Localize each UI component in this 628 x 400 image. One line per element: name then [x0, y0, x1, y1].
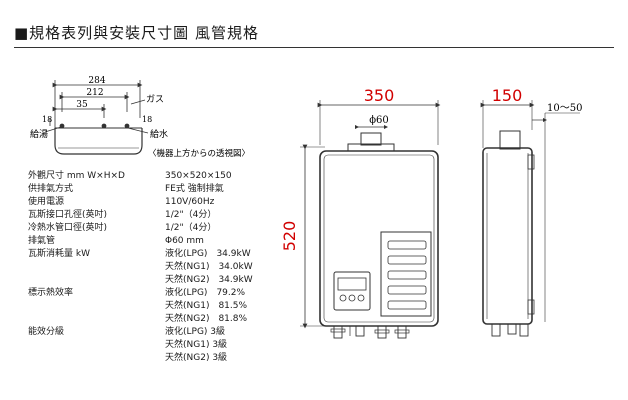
spec-value: 天然(NG2) 81.8% [165, 314, 248, 324]
spec-value: 天然(NG1) 34.0kW [165, 262, 253, 272]
spec-label: 冷熱水管口徑(英吋) [28, 223, 108, 233]
depth-dimension: 150 [492, 86, 523, 105]
wall-offset-label: 10～50 [547, 103, 582, 114]
dim-284-label: 284 [88, 76, 105, 86]
spec-label: 外觀尺寸 mm W×H×D [28, 171, 125, 181]
spec-value: 350×520×150 [165, 171, 232, 181]
spec-label: 能效分級 [28, 327, 65, 337]
height-dimension: 520 [280, 221, 299, 252]
spec-value: 天然(NG2) 3級 [165, 353, 228, 363]
spec-label: 瓦斯消耗量 kW [28, 249, 90, 259]
dim-35-label: 35 [76, 100, 88, 110]
front-view-drawing [300, 100, 441, 339]
gas-label: ガス [146, 94, 164, 105]
spec-value: Φ60 mm [165, 236, 204, 246]
width-dimension: 350 [364, 86, 395, 105]
spec-value: 液化(LPG) 34.9kW [165, 249, 251, 259]
dim-18-left-label: 18 [42, 115, 52, 124]
spec-label: 使用電源 [28, 197, 65, 207]
dim-18-right-label: 18 [142, 115, 152, 124]
spec-value: 1/2"（4分） [165, 223, 217, 233]
page-title: ■規格表列與安裝尺寸圖 風管規格 [14, 24, 259, 42]
spec-value: FE式 強制排氣 [165, 184, 224, 194]
top-view-drawing [44, 80, 149, 155]
side-view-drawing [480, 100, 580, 337]
spec-value: 1/2"（4分） [165, 210, 217, 220]
spec-value: 天然(NG1) 81.5% [165, 301, 248, 311]
spec-value: 天然(NG1) 3級 [165, 340, 228, 350]
spec-value: 110V/60Hz [165, 197, 215, 207]
spec-label: 排氣管 [28, 236, 56, 246]
spec-label: 供排氣方式 [28, 184, 74, 194]
cold-water-inlet-label: 給水 [150, 128, 168, 140]
spec-value: 天然(NG2) 34.9kW [165, 275, 253, 285]
top-view-caption: 〈機器上方からの透視図〉 [148, 148, 250, 159]
spec-value: 液化(LPG) 79.2% [165, 288, 246, 298]
flue-diameter-label: ϕ60 [369, 115, 389, 126]
spec-value: 液化(LPG) 3級 [165, 327, 226, 337]
spec-label: 標示熱效率 [28, 288, 74, 298]
title-divider [14, 47, 614, 48]
dim-212-label: 212 [86, 88, 103, 98]
spec-label: 瓦斯接口孔徑(英吋) [28, 210, 108, 220]
hot-water-outlet-label: 給湯 [30, 128, 48, 140]
